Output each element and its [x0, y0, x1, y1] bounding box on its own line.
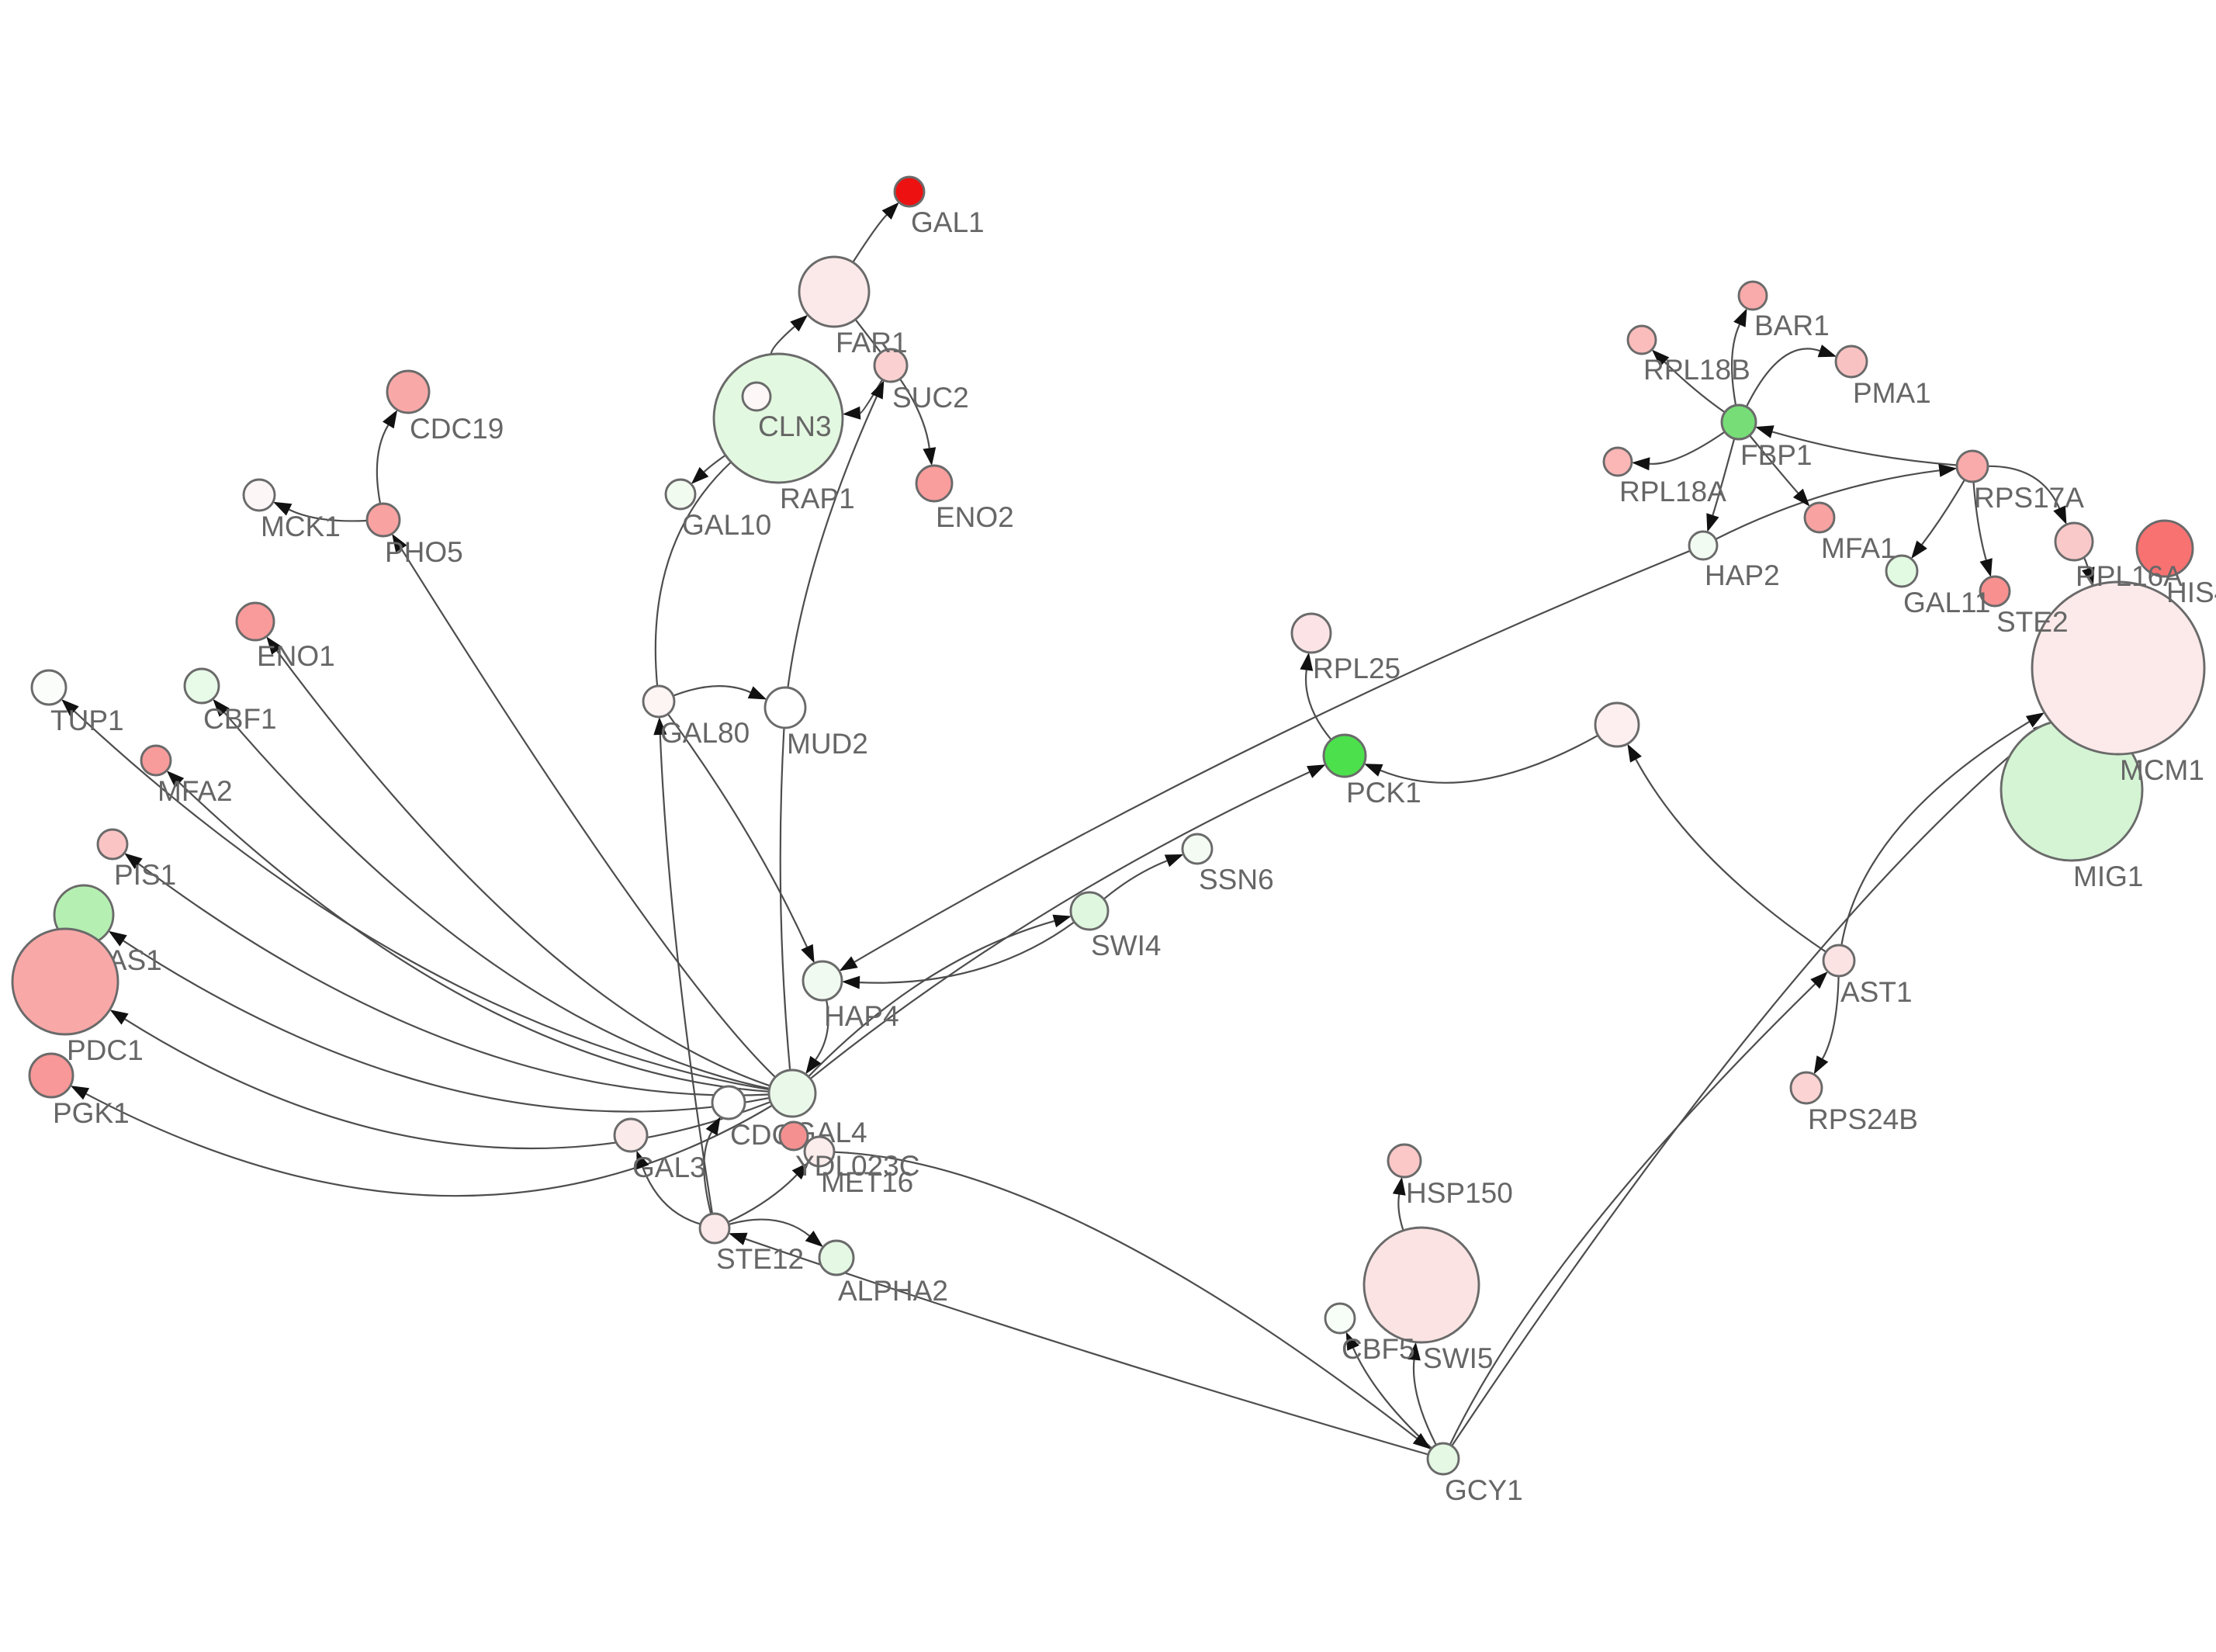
svg-text:TUP1: TUP1 — [50, 705, 124, 736]
svg-text:RPL16A: RPL16A — [2076, 560, 2183, 592]
svg-text:SWI4: SWI4 — [1091, 930, 1161, 961]
svg-text:RPL18A: RPL18A — [1619, 476, 1726, 507]
svg-text:MUD2: MUD2 — [787, 728, 868, 760]
svg-text:GAL10: GAL10 — [682, 509, 771, 541]
svg-text:GAL3: GAL3 — [632, 1152, 706, 1183]
svg-text:HAP2: HAP2 — [1705, 559, 1780, 591]
svg-text:CBF5: CBF5 — [1342, 1333, 1415, 1365]
svg-text:RPL25: RPL25 — [1313, 653, 1401, 684]
svg-text:AST1: AST1 — [1840, 976, 1913, 1008]
svg-text:CDC19: CDC19 — [410, 413, 504, 445]
svg-text:RAP1: RAP1 — [780, 483, 855, 514]
svg-text:FAR1: FAR1 — [836, 327, 908, 358]
svg-text:MIG1: MIG1 — [2073, 861, 2143, 892]
svg-text:GAL80: GAL80 — [660, 717, 750, 749]
svg-text:PIS1: PIS1 — [114, 859, 176, 891]
svg-text:GAL11: GAL11 — [1903, 587, 1990, 618]
svg-text:CLN3: CLN3 — [758, 410, 832, 442]
svg-text:PGK1: PGK1 — [53, 1097, 130, 1129]
svg-text:PDC1: PDC1 — [67, 1034, 144, 1066]
svg-text:HIS4: HIS4 — [2166, 577, 2216, 608]
svg-text:SUC2: SUC2 — [892, 382, 969, 414]
svg-text:HAP4: HAP4 — [824, 1000, 899, 1032]
svg-text:HSP150: HSP150 — [1406, 1177, 1513, 1209]
svg-text:BAR1: BAR1 — [1754, 310, 1830, 341]
svg-text:MFA1: MFA1 — [1821, 532, 1896, 564]
svg-text:RPS17A: RPS17A — [1974, 482, 2084, 514]
svg-text:STE12: STE12 — [716, 1243, 804, 1275]
svg-text:MCK1: MCK1 — [261, 511, 341, 542]
svg-text:GCY1: GCY1 — [1445, 1474, 1523, 1506]
svg-text:PMA1: PMA1 — [1853, 377, 1931, 409]
svg-text:ENO1: ENO1 — [257, 640, 335, 672]
svg-text:YDL023C: YDL023C — [795, 1150, 919, 1182]
svg-text:SSN6: SSN6 — [1199, 864, 1274, 895]
svg-text:PHO5: PHO5 — [385, 536, 463, 568]
svg-text:GAL1: GAL1 — [911, 206, 985, 238]
svg-text:CBF1: CBF1 — [203, 703, 277, 735]
svg-text:MET16: MET16 — [821, 1166, 913, 1198]
svg-text:SWI5: SWI5 — [1423, 1342, 1493, 1374]
svg-text:ENO2: ENO2 — [936, 501, 1014, 533]
svg-text:MCM1: MCM1 — [2120, 754, 2204, 786]
svg-text:MFA2: MFA2 — [158, 775, 233, 807]
svg-text:FBP1: FBP1 — [1740, 439, 1813, 471]
svg-text:ALPHA2: ALPHA2 — [838, 1275, 948, 1307]
svg-text:RPL18B: RPL18B — [1643, 354, 1750, 386]
svg-text:RPS24B: RPS24B — [1808, 1103, 1918, 1135]
svg-text:STE2: STE2 — [1996, 606, 2069, 638]
svg-text:PCK1: PCK1 — [1346, 777, 1421, 809]
